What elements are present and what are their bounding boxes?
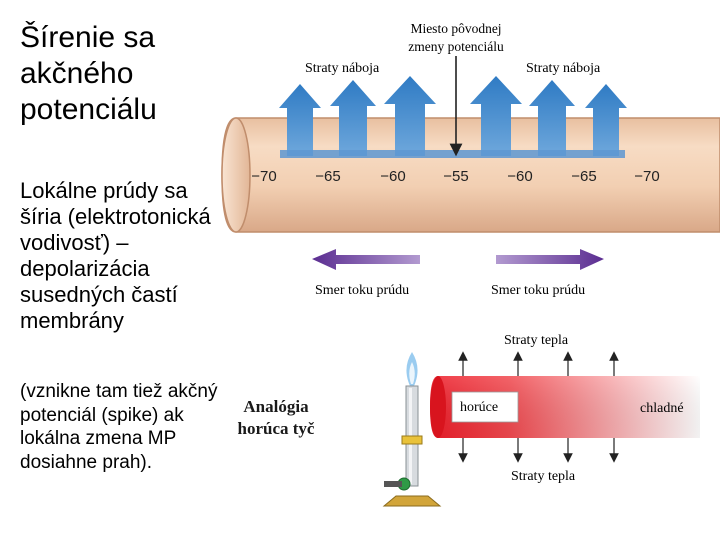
heat-loss-top-label: Straty tepla [504, 333, 569, 348]
current-left-label: Smer toku prúdu [315, 283, 410, 298]
description-note: (vznikne tam tiež akčný potenciál (spike… [20, 381, 218, 473]
current-arrow-left [312, 249, 420, 270]
axon-end-cap [221, 117, 251, 233]
current-arrow-right [496, 249, 604, 270]
charge-loss-arrow [384, 76, 436, 156]
heat-loss-arrows [458, 351, 619, 463]
burner-base [382, 495, 442, 507]
bunsen-burner [382, 352, 442, 507]
charge-loss-arrows-left [279, 76, 436, 156]
charge-loss-arrows-right [470, 76, 627, 156]
current-right-label: Smer toku prúdu [491, 283, 586, 298]
charge-loss-arrow [529, 80, 575, 156]
charge-loss-arrow [470, 76, 522, 156]
cold-label: chladné [640, 401, 684, 416]
potential-value: −65 [315, 168, 340, 185]
potential-value: −70 [634, 168, 659, 185]
potential-value: −55 [443, 168, 468, 185]
charge-loss-arrow [279, 84, 321, 156]
slide-title: Šírenie sa akčného potenciálu [20, 21, 157, 126]
hot-label: horúce [460, 400, 499, 415]
potential-value: −65 [571, 168, 596, 185]
analogy-title: Analógia horúca tyč [237, 397, 315, 438]
hot-rod-end [430, 376, 446, 438]
heat-loss-bottom-label: Straty tepla [511, 469, 576, 484]
origin-label: Miesto pôvodnej zmeny potenciálu [408, 21, 504, 54]
charge-loss-left-label: Straty náboja [305, 61, 380, 76]
potential-value: −60 [380, 168, 405, 185]
charge-loss-arrow [585, 84, 627, 156]
charge-loss-right-label: Straty náboja [526, 61, 601, 76]
charge-loss-base-bar [280, 150, 625, 158]
potential-value: −70 [251, 168, 276, 185]
charge-loss-arrow [330, 80, 376, 156]
description-text: Lokálne prúdy sa šíria (elektrotonická v… [20, 178, 211, 333]
hot-label-box [451, 391, 519, 423]
potential-value: −60 [507, 168, 532, 185]
